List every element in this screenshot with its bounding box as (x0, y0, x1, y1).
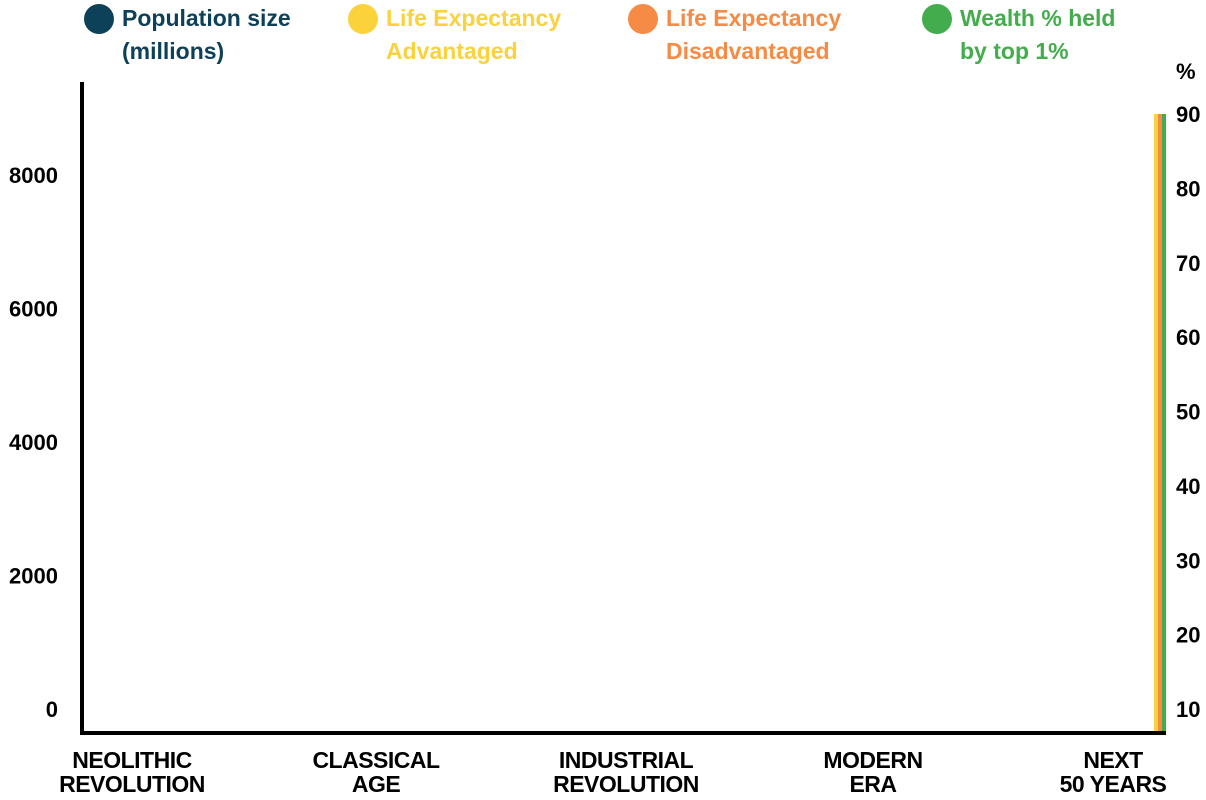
legend-label-wealth-top1: Wealth % held by top 1% (960, 5, 1116, 64)
legend-item-life-exp-advantaged: Life Expectancy Advantaged (348, 2, 561, 68)
legend-item-wealth-top1: Wealth % held by top 1% (922, 2, 1116, 68)
left-tick-label-4000: 4000 (9, 430, 58, 455)
category-label-4-1: 50 YEARS (1060, 771, 1167, 797)
legend-dot-population (84, 4, 114, 34)
legend-item-life-exp-disadvantaged: Life Expectancy Disadvantaged (628, 2, 841, 68)
bar-3-4 (1162, 114, 1166, 733)
right-tick-label-70: 70 (1176, 251, 1200, 276)
category-labels: NEOLITHICREVOLUTIONCLASSICALAGEINDUSTRIA… (59, 747, 1167, 797)
right-tick-label-80: 80 (1176, 176, 1200, 201)
legend-label-life-exp-advantaged: Life Expectancy Advantaged (386, 5, 562, 64)
left-tick-label-8000: 8000 (9, 163, 58, 188)
left-tick-label-2000: 2000 (9, 564, 58, 589)
legend-dot-life-exp-advantaged (348, 4, 378, 34)
chart-bars (1154, 114, 1166, 733)
legend-dot-life-exp-disadvantaged (628, 4, 658, 34)
legend-dot-wealth-top1 (922, 4, 952, 34)
legend-item-population: Population size (millions) (84, 2, 291, 68)
category-label-2-1: REVOLUTION (553, 771, 699, 797)
chart-legend: Population size (millions) Life Expectan… (0, 2, 1206, 66)
right-tick-label-10: 10 (1176, 697, 1200, 722)
bar-2-4 (1158, 114, 1162, 733)
left-tick-label-0: 0 (46, 697, 58, 722)
legend-label-population: Population size (millions) (122, 5, 291, 64)
right-tick-label-40: 40 (1176, 474, 1200, 499)
category-label-4-0: NEXT (1083, 747, 1143, 773)
category-label-2-0: INDUSTRIAL (559, 747, 694, 773)
legend-label-life-exp-disadvantaged: Life Expectancy Disadvantaged (666, 5, 842, 64)
right-tick-label-50: 50 (1176, 400, 1200, 425)
left-tick-label-6000: 6000 (9, 297, 58, 322)
right-axis-unit-label: % (1176, 59, 1196, 84)
category-label-3-0: MODERN (823, 747, 922, 773)
right-tick-label-30: 30 (1176, 548, 1200, 573)
category-label-0-1: REVOLUTION (59, 771, 205, 797)
category-label-3-1: ERA (849, 771, 896, 797)
right-tick-label-20: 20 (1176, 623, 1200, 648)
bar-1-4 (1154, 114, 1158, 733)
category-label-1-1: AGE (352, 771, 401, 797)
right-axis-ticks: 10 20 30 40 50 60 70 80 90 (1176, 102, 1200, 722)
category-label-0-0: NEOLITHIC (72, 747, 191, 773)
right-tick-label-90: 90 (1176, 102, 1200, 127)
right-tick-label-60: 60 (1176, 325, 1200, 350)
left-axis-ticks: 0 2000 4000 6000 8000 (9, 163, 58, 722)
category-label-1-0: CLASSICAL (312, 747, 440, 773)
